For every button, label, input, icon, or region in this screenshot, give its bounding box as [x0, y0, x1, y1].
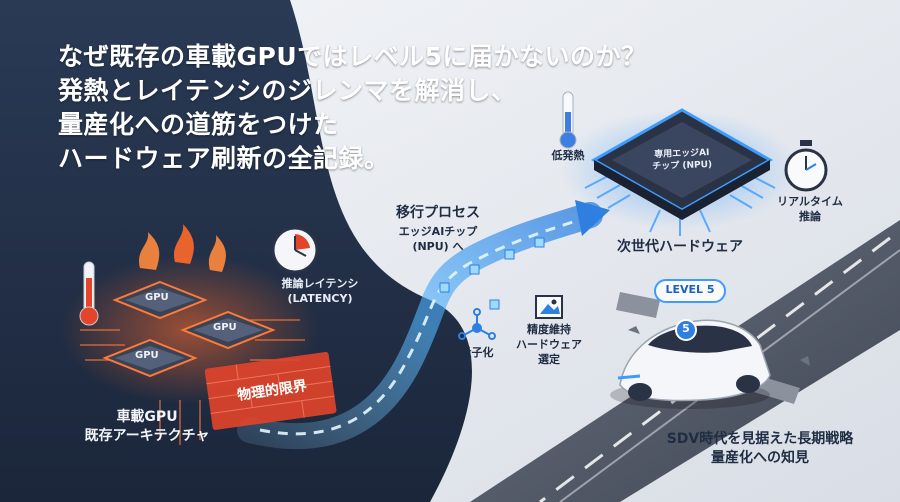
npu-chip — [560, 108, 800, 236]
latency-label-line-1: 推論レイテンシ — [281, 277, 359, 290]
next-gen-label: 次世代ハードウェア — [617, 239, 743, 255]
migration-title: 移行プロセス — [396, 205, 480, 221]
gpu-chip-label-2: GPU — [213, 322, 237, 333]
selection-icon — [535, 295, 563, 319]
legacy-caption-line-1: 車載GPU — [116, 409, 178, 425]
selection-label-line-2: ハードウェア — [516, 338, 582, 351]
realtime-label-line-1: リアルタイム — [777, 195, 843, 208]
selection-label: 精度維持 ハードウェア 選定 — [509, 322, 589, 367]
headline: なぜ既存の車載GPUではレベル5に届かないのか？ 発熱とレイテンシのジレンマを解… — [58, 40, 647, 176]
low-heat-label: 低発熱 — [551, 149, 585, 162]
headline-line-1: なぜ既存の車載GPUではレベル5に届かないのか？ — [58, 42, 647, 71]
migration-sub-line-2: (NPU) へ — [412, 240, 464, 253]
strategy-line-2: 量産化への知見 — [711, 450, 809, 466]
legacy-caption: 車載GPU 既存アーキテクチャ — [82, 408, 212, 446]
gpu-chip-label-1: GPU — [145, 292, 169, 303]
low-heat-thermometer-icon — [559, 91, 577, 149]
level-badge — [654, 279, 726, 303]
realtime-label-line-2: 推論 — [799, 210, 821, 223]
stopwatch-icon — [784, 140, 828, 192]
migration-arrow — [237, 200, 610, 450]
car-level-mark: 5 — [682, 322, 690, 335]
legacy-caption-line-2: 既存アーキテクチャ — [84, 428, 210, 444]
quantize-label: 量子化 — [460, 346, 494, 359]
autonomous-car — [610, 319, 771, 409]
selection-label-line-1: 精度維持 — [527, 323, 571, 336]
hot-thermometer-icon — [79, 261, 99, 326]
migration-sub: エッジAIチップ (NPU) へ — [388, 224, 488, 254]
level-badge-label: LEVEL 5 — [665, 283, 715, 296]
npu-chip-text: 専用エッジAI チップ (NPU) — [632, 146, 733, 173]
latency-label-line-2: (LATENCY) — [287, 292, 353, 305]
latency-label: 推論レイテンシ (LATENCY) — [270, 276, 370, 306]
gpu-chip-label-3: GPU — [135, 350, 159, 361]
migration-sub-line-1: エッジAIチップ — [398, 225, 478, 238]
headline-line-2: 発熱とレイテンシのジレンマを解消し、 — [58, 76, 517, 105]
latency-clock-icon — [271, 226, 319, 274]
strategy-caption: SDV時代を見据えた長期戦略 量産化への知見 — [640, 430, 880, 468]
selection-label-line-3: 選定 — [538, 353, 560, 366]
headline-line-4: ハードウェア刷新の全記録。 — [58, 144, 390, 173]
quantize-icon — [458, 308, 496, 340]
realtime-label: リアルタイム 推論 — [770, 194, 850, 224]
physical-limit-barrier — [204, 351, 337, 430]
headline-line-3: 量産化への道筋をつけた — [58, 110, 339, 139]
strategy-line-1: SDV時代を見据えた長期戦略 — [666, 431, 854, 447]
